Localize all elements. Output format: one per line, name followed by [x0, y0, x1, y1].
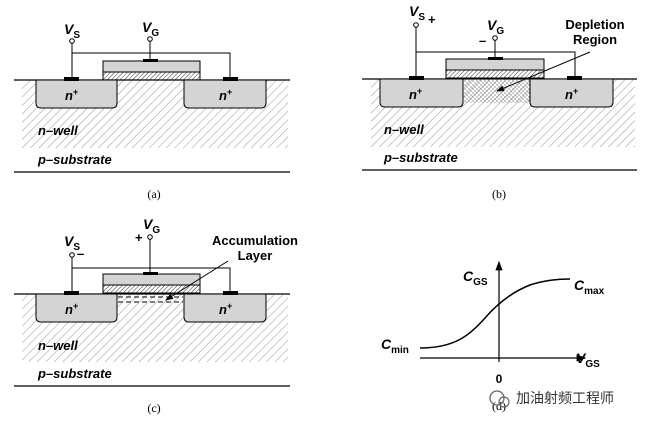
vg-minus-sign: – [479, 33, 486, 48]
panel-b: VS + VG – Depletion Region n+ n+ n–well … [362, 3, 637, 201]
gate-poly [102, 273, 201, 286]
x-axis-label: VGS [576, 350, 600, 370]
drain-contact [223, 77, 238, 81]
accumulation-label-1: Accumulation [212, 233, 298, 248]
caption-c: (c) [147, 401, 160, 415]
y-axis-label: CGS [463, 268, 488, 288]
gate-oxide [102, 284, 201, 294]
source-drain-wire [72, 52, 231, 77]
vs-terminal [69, 38, 75, 44]
vg-terminal [147, 36, 153, 42]
accumulation-arrow [165, 260, 229, 301]
source-drain-wire [416, 51, 576, 76]
wechat-icon [489, 390, 505, 406]
gate-contact [488, 57, 503, 60]
gate-poly [445, 58, 545, 71]
vg-plus-sign: + [135, 230, 143, 245]
depletion-label-2: Region [573, 32, 617, 47]
depletion-arrow [496, 51, 591, 92]
panel-d: CGS VGS Cmin Cmax 0 (d) [381, 260, 605, 413]
vs-minus-sign: – [77, 246, 84, 261]
wechat-icon-bubble [498, 396, 510, 408]
vs-terminal [69, 252, 75, 258]
depletion-label-1: Depletion [565, 17, 624, 32]
depletion-region [463, 79, 530, 103]
cgs-curve [419, 278, 571, 349]
nwell-label: n–well [384, 122, 424, 137]
n-plus-left-label: n+ [409, 86, 422, 102]
n-plus-right [183, 79, 267, 109]
substrate-label: p–substrate [37, 366, 112, 381]
n-plus-left [379, 78, 464, 108]
n-plus-left [35, 79, 118, 109]
n-plus-right-label: n+ [219, 87, 232, 103]
accumulation-label-2: Layer [238, 248, 273, 263]
source-drain-wire [72, 267, 231, 291]
gate-contact [143, 59, 158, 62]
n-plus-left-label: n+ [65, 87, 78, 103]
nwell-label: n–well [38, 338, 78, 353]
vs-terminal [413, 22, 419, 28]
source-contact [409, 76, 424, 80]
cmax-label: Cmax [574, 277, 605, 297]
n-plus-right-label: n+ [565, 86, 578, 102]
panel-a: VS VG n+ n+ n–well p–substrate (a) [14, 19, 290, 201]
vg-label: VG [487, 17, 504, 37]
source-contact [64, 291, 79, 295]
gate-contact [143, 272, 158, 275]
watermark: 加油射频工程师 [489, 390, 614, 408]
vs-label: VS [64, 21, 80, 41]
watermark-text: 加油射频工程师 [516, 391, 614, 407]
vg-label: VG [142, 19, 159, 39]
vg-terminal [147, 234, 153, 240]
n-plus-left-label: n+ [65, 301, 78, 317]
caption-b: (b) [492, 187, 506, 201]
gate-poly [102, 60, 201, 73]
source-contact [64, 77, 79, 81]
n-plus-right-label: n+ [219, 301, 232, 317]
drain-contact [223, 291, 238, 295]
drain-contact [567, 76, 582, 80]
zero-label: 0 [496, 372, 503, 386]
caption-a: (a) [147, 187, 160, 201]
cmin-label: Cmin [381, 336, 409, 356]
vg-terminal [492, 35, 498, 41]
vs-plus-sign: + [428, 12, 436, 27]
n-plus-left [35, 293, 118, 323]
gate-oxide [445, 69, 545, 79]
substrate-label: p–substrate [383, 150, 458, 165]
gate-oxide [102, 71, 201, 81]
n-plus-right [183, 293, 267, 323]
panel-c: VS – VG + Accumulation Layer n+ n+ n–wel… [14, 216, 298, 415]
vg-label: VG [143, 216, 160, 236]
vs-label: VS [64, 233, 80, 253]
n-plus-right [529, 78, 614, 108]
substrate-label: p–substrate [37, 152, 112, 167]
vs-label: VS [409, 3, 425, 23]
nwell-label: n–well [38, 123, 78, 138]
